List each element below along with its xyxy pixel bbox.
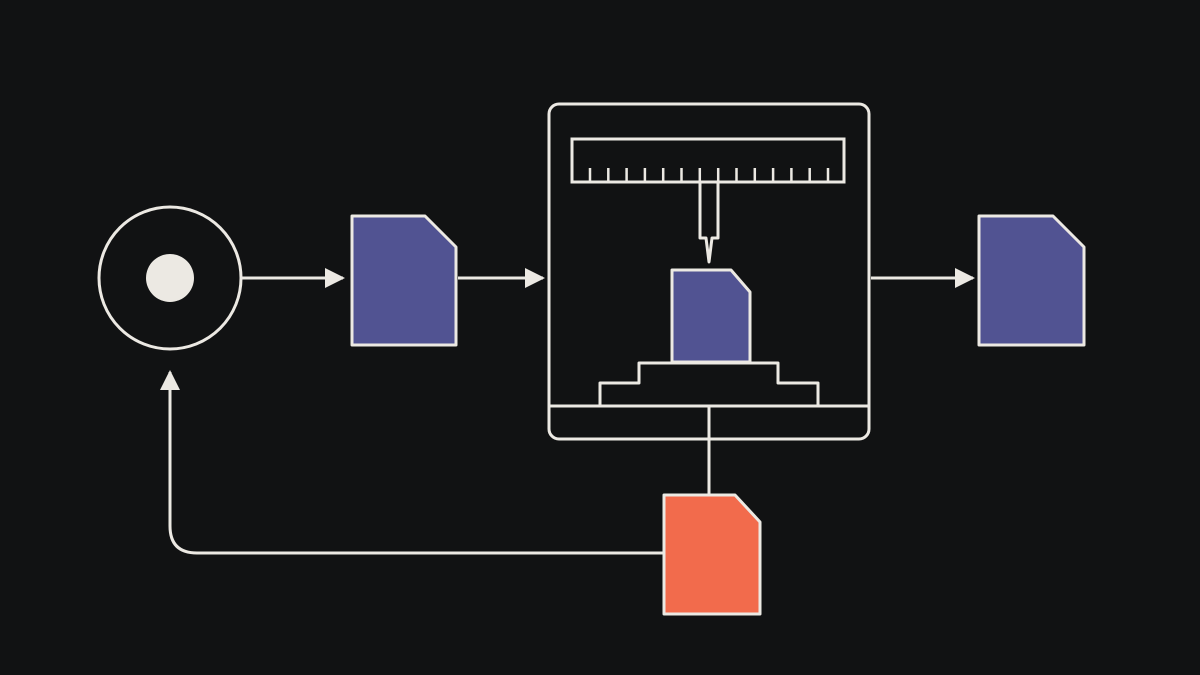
printer-gantry [570, 137, 846, 184]
source-ring [97, 205, 243, 351]
output-document-icon [977, 214, 1086, 347]
printer-nozzle [698, 182, 720, 264]
input-document-icon [350, 214, 458, 347]
source-node [97, 205, 243, 351]
gantry-ticks [588, 168, 830, 182]
arrow-feedback-to-source [160, 370, 664, 555]
printer-machine [547, 102, 871, 441]
printer-build-plate [598, 361, 820, 406]
printed-object-icon [670, 268, 752, 364]
source-dot [146, 254, 194, 302]
feedback-document-icon [662, 493, 762, 616]
